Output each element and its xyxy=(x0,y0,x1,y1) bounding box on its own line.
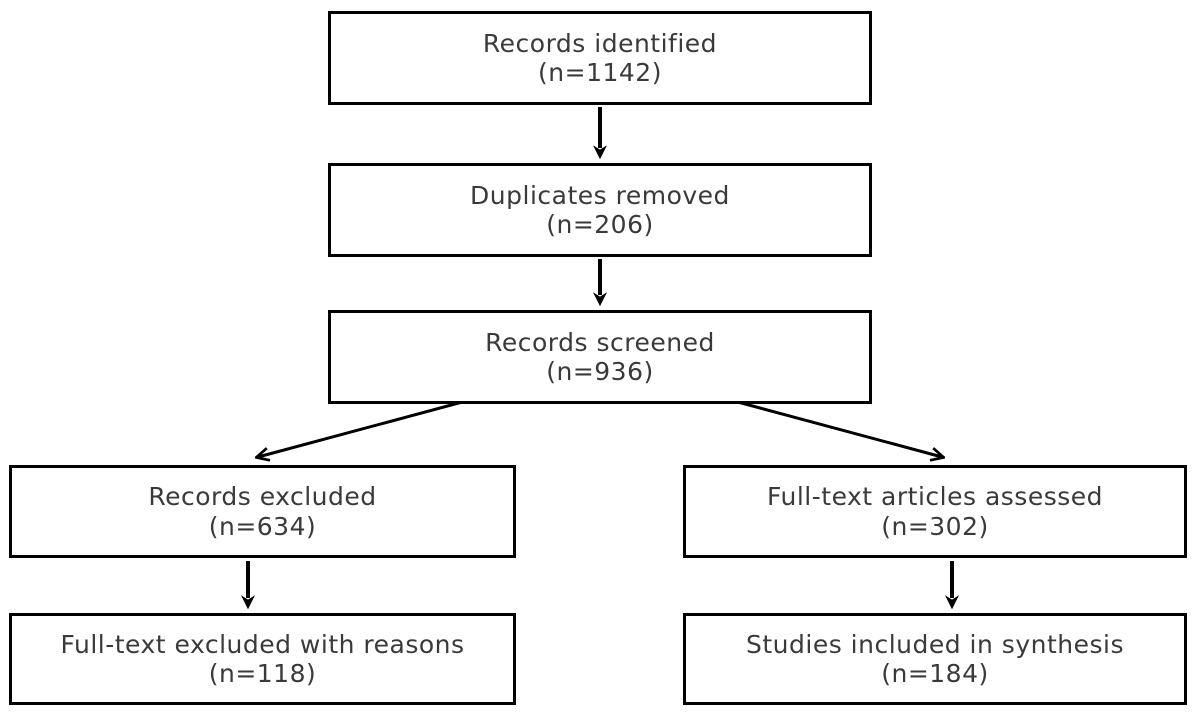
box-records-excluded: Records excluded (n=634) xyxy=(9,465,516,558)
box-records-excluded-count: (n=634) xyxy=(208,511,317,541)
box-fulltext-assessed-label: Full-text articles assessed xyxy=(767,482,1103,512)
box-fulltext-assessed: Full-text articles assessed (n=302) xyxy=(683,465,1187,558)
box-fulltext-assessed-count: (n=302) xyxy=(881,511,989,541)
box-records-identified-count: (n=1142) xyxy=(538,58,662,87)
box-records-screened: Records screened (n=936) xyxy=(328,310,872,404)
box-studies-included-synthesis: Studies included in synthesis (n=184) xyxy=(683,613,1187,705)
box-records-screened-label: Records screened xyxy=(485,327,715,357)
box-records-identified-label: Records identified xyxy=(482,28,718,58)
box-fulltext-excluded-reasons: Full-text excluded with reasons (n=118) xyxy=(9,613,516,705)
box-duplicates-removed: Duplicates removed (n=206) xyxy=(328,163,872,257)
box-records-identified: Records identified (n=1142) xyxy=(328,11,872,105)
box-duplicates-removed-label: Duplicates removed xyxy=(470,180,730,210)
box-fulltext-excluded-reasons-count: (n=118) xyxy=(208,659,317,688)
box-records-screened-count: (n=936) xyxy=(546,357,654,386)
box-fulltext-excluded-reasons-label: Full-text excluded with reasons xyxy=(60,629,465,659)
box-duplicates-removed-count: (n=206) xyxy=(546,210,654,239)
box-studies-included-synthesis-count: (n=184) xyxy=(881,659,989,688)
box-studies-included-synthesis-label: Studies included in synthesis xyxy=(745,629,1124,659)
box-records-excluded-label: Records excluded xyxy=(148,482,377,512)
